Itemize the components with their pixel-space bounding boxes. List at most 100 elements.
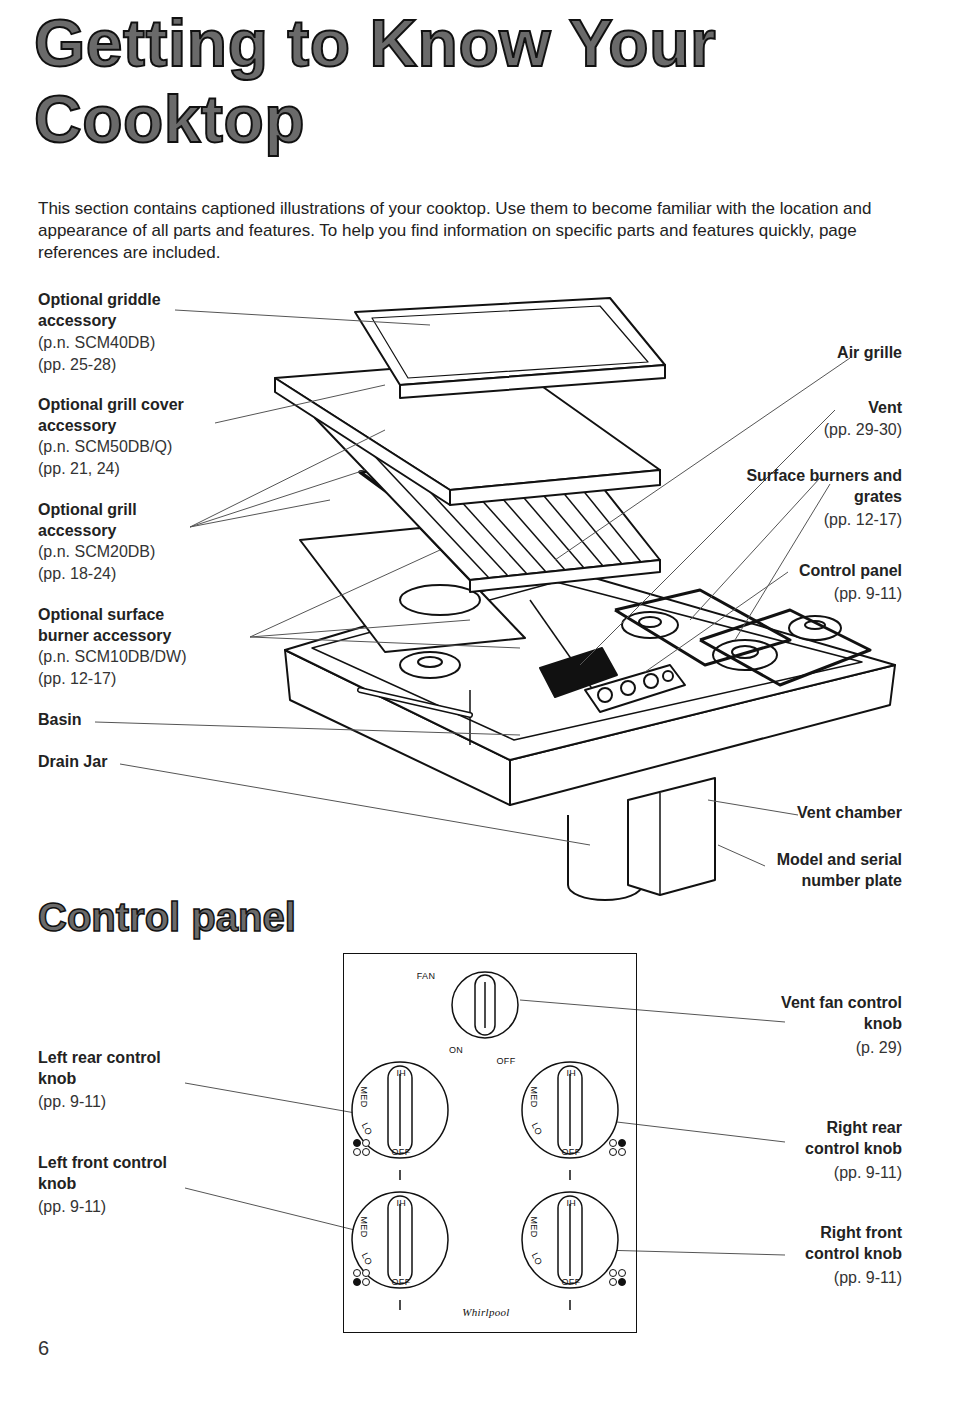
circle-shape	[619, 1149, 626, 1156]
knob-marking: HI	[566, 1068, 576, 1078]
line-shape	[120, 764, 590, 845]
ellipse-shape	[418, 657, 442, 667]
polygon-shape	[380, 463, 556, 534]
line-shape	[175, 310, 430, 325]
circle-shape	[663, 671, 673, 681]
knob-marking: LO	[360, 1251, 374, 1267]
ellipse-shape	[789, 616, 841, 640]
ellipse-shape	[732, 646, 758, 658]
part-label: Model and serial number plate	[742, 850, 902, 892]
line-shape	[491, 405, 622, 564]
line-shape	[250, 550, 440, 637]
line-shape	[215, 385, 385, 423]
line-shape	[555, 358, 850, 560]
line-shape	[484, 982, 486, 1028]
part-label: Right front control knob	[772, 1223, 902, 1265]
part-label: Basin	[38, 710, 208, 731]
part-label: Optional grill cover accessory	[38, 395, 208, 437]
line-shape	[645, 572, 788, 672]
line-shape	[425, 410, 565, 570]
page-reference: (p. 29)	[772, 1038, 902, 1059]
g-shape	[354, 1140, 626, 1286]
circle-shape	[354, 1270, 361, 1277]
part-label: Vent chamber	[732, 803, 902, 824]
line-shape	[250, 620, 470, 637]
polygon-shape	[540, 648, 617, 697]
line-shape	[185, 1083, 395, 1120]
polygon-shape	[510, 665, 895, 805]
line-shape	[569, 1074, 571, 1146]
line-shape	[399, 1204, 401, 1276]
line-shape	[250, 637, 520, 648]
rect-shape	[475, 975, 495, 1035]
circle-shape	[610, 1149, 617, 1156]
knob-marking: LO	[360, 1121, 374, 1137]
polygon-shape	[300, 528, 525, 652]
knob-marking: HI	[566, 1198, 576, 1208]
line-shape	[600, 1120, 785, 1142]
line-shape	[95, 722, 520, 735]
page-reference: (pp. 12-17)	[732, 510, 902, 531]
page-reference: (p.n. SCM50DB/Q)	[38, 437, 238, 458]
page-reference: (pp. 9-11)	[772, 1163, 902, 1184]
line-shape	[399, 1170, 401, 1180]
circle-shape	[610, 1270, 617, 1277]
path-shape	[568, 815, 642, 900]
knob-marking: OFF	[497, 1056, 516, 1066]
line-shape	[708, 800, 798, 815]
circle-shape	[363, 1279, 370, 1286]
part-label: Optional grill accessory	[38, 500, 208, 542]
circle-shape	[610, 1140, 617, 1147]
g-shape	[352, 972, 618, 1310]
knob-marking: MED	[529, 1217, 539, 1238]
ellipse-shape	[400, 652, 460, 678]
line-shape	[190, 500, 330, 527]
line-shape	[569, 1300, 571, 1310]
polygon-shape	[275, 378, 450, 505]
knob-marking: LO	[530, 1121, 544, 1137]
circle-shape	[619, 1140, 626, 1147]
polygon-shape	[355, 298, 665, 385]
circle-shape	[619, 1279, 626, 1286]
rect-shape	[558, 1196, 582, 1284]
knob-marking: HI	[396, 1198, 406, 1208]
knob-marking: OFF	[392, 1277, 411, 1287]
rect-shape	[388, 1196, 412, 1284]
ellipse-shape	[805, 621, 825, 629]
line-shape	[520, 1000, 785, 1022]
circle-shape	[610, 1279, 617, 1286]
page-reference: (pp. 9-11)	[38, 1197, 168, 1218]
ellipse-shape	[713, 640, 777, 670]
g-shape	[337, 404, 641, 578]
knob-marking: MED	[529, 1087, 539, 1108]
part-label: Optional griddle accessory	[38, 290, 208, 332]
page-reference: (p.n. SCM40DB)	[38, 333, 238, 354]
knob-marking: OFF	[562, 1277, 581, 1287]
knob-marking: ON	[449, 1045, 463, 1055]
circle-shape	[354, 1140, 361, 1147]
path-shape	[360, 690, 470, 715]
line-shape	[399, 1074, 401, 1146]
polygon-shape	[315, 402, 660, 580]
polyline-shape	[615, 590, 790, 665]
knob-marking: OFF	[562, 1147, 581, 1157]
section-heading: Control panel	[38, 893, 438, 941]
line-shape	[659, 793, 661, 895]
part-label: Vent	[732, 398, 902, 419]
knob-marking: HI	[396, 1068, 406, 1078]
circle-shape	[522, 1192, 618, 1288]
knob-marking: FAN	[417, 971, 435, 981]
polygon-shape	[450, 470, 660, 505]
line-shape	[569, 1204, 571, 1276]
line-shape	[399, 1300, 401, 1310]
page-reference: (p.n. SCM10DB/DW)	[38, 647, 238, 668]
page-reference: (pp. 9-11)	[732, 584, 902, 605]
part-label: Surface burners and grates	[742, 466, 902, 508]
page-reference: (pp. 25-28)	[38, 355, 238, 376]
knob-marking: LO	[530, 1251, 544, 1267]
line-shape	[690, 478, 820, 620]
page-title: Getting to Know Your Cooktop	[34, 6, 794, 158]
circle-shape	[452, 972, 518, 1038]
polygon-shape	[585, 665, 685, 712]
intro-text: This section contains captioned illustra…	[38, 198, 938, 264]
